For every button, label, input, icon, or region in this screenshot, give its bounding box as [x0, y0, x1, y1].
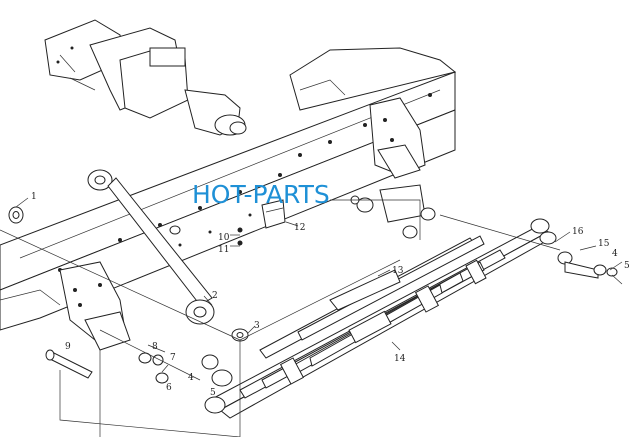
callouts: 1 2 3 4 4 5 5 6 7 8 9 10 11 12 13 14 15 …: [31, 192, 630, 398]
callout-11: 11: [218, 245, 229, 255]
upper-leaf-set: [259, 235, 485, 359]
axle-knuckle-assembly: [44, 19, 247, 136]
chassis-frame-rail: [0, 47, 457, 331]
callout-1: 1: [31, 192, 37, 202]
callout-13: 13: [392, 266, 404, 276]
callout-15: 15: [598, 239, 610, 249]
callout-6: 6: [166, 383, 172, 393]
watermark-text: HOT-PARTS: [192, 180, 330, 209]
leader-lines: [0, 197, 623, 437]
callout-10: 10: [218, 233, 230, 243]
callout-5b: 5: [624, 261, 630, 271]
callout-12: 12: [294, 223, 305, 233]
callout-7: 7: [170, 353, 176, 363]
callout-8: 8: [152, 342, 158, 352]
callout-2: 2: [212, 291, 218, 301]
callout-9: 9: [65, 342, 71, 352]
front-spring-hanger: [59, 261, 131, 351]
callout-4b: 4: [612, 249, 618, 259]
callout-14: 14: [394, 354, 406, 364]
callout-16: 16: [572, 227, 584, 237]
callout-4a: 4: [188, 373, 194, 383]
shackle-assembly: [356, 184, 618, 279]
callout-5a: 5: [210, 388, 216, 398]
callout-3: 3: [254, 321, 260, 331]
shock-absorber: [87, 169, 215, 325]
rear-spring-hanger: [369, 97, 426, 179]
